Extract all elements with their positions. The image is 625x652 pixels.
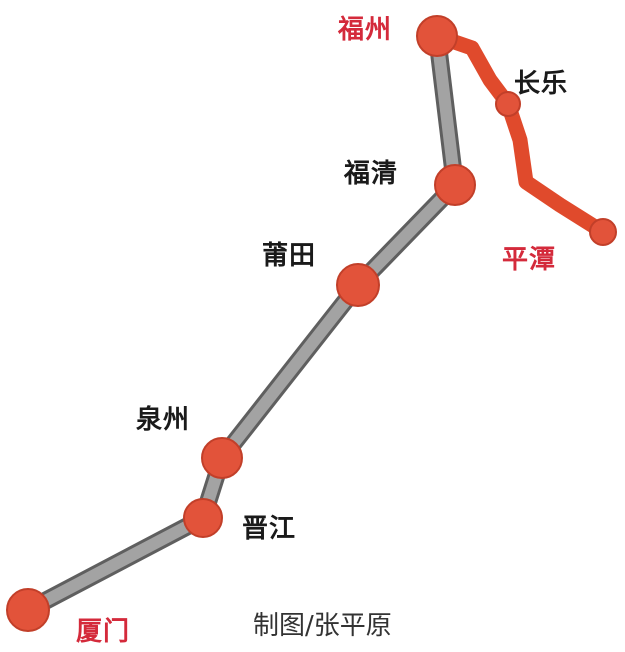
station-label-quanzhou: 泉州 <box>136 404 190 435</box>
main-line-fill <box>22 30 461 616</box>
station-label-changle: 长乐 <box>514 69 568 99</box>
station-label-pingtan: 平潭 <box>502 245 556 275</box>
station-marker-pingtan <box>589 218 617 246</box>
main-line <box>19 27 464 619</box>
branch-line <box>429 28 611 240</box>
station-label-putian: 莆田 <box>262 241 316 271</box>
station-marker-changle <box>495 91 521 117</box>
branch-line-path <box>429 28 611 240</box>
station-label-fuqing: 福清 <box>343 159 398 189</box>
station-label-jinjiang: 晋江 <box>242 514 296 544</box>
station-marker-quanzhou <box>201 437 243 479</box>
station-marker-putian <box>336 263 380 307</box>
station-marker-fuzhou <box>416 15 458 57</box>
station-label-fuzhou: 福州 <box>337 15 392 45</box>
station-label-xiamen: 厦门 <box>76 617 130 647</box>
station-labels: 福州 长乐 福清 平潭 莆田 泉州 晋江 厦门 <box>76 15 568 647</box>
map-credit: 制图/张平原 <box>253 611 392 641</box>
station-marker-fuqing <box>434 164 476 206</box>
station-markers <box>6 15 617 632</box>
station-marker-xiamen <box>6 588 50 632</box>
station-marker-jinjiang <box>183 498 223 538</box>
